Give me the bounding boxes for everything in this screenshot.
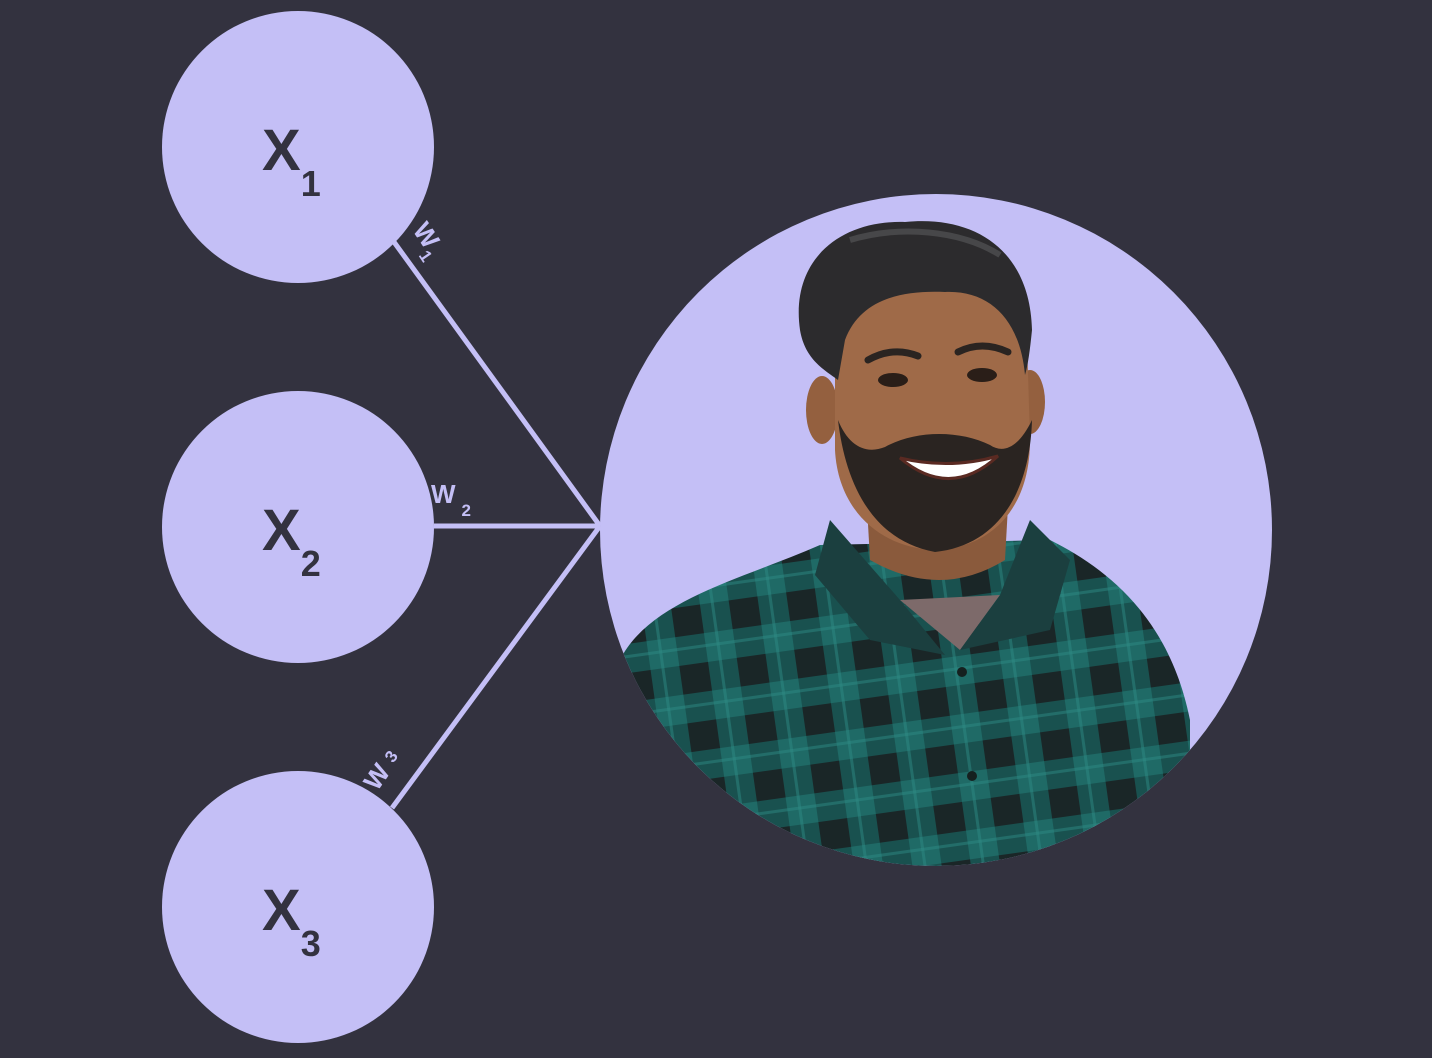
input-node-1-sub: 1	[301, 163, 321, 204]
input-node-2-circle	[162, 391, 434, 663]
shirt-collar-right	[960, 520, 1070, 650]
undershirt	[900, 595, 1000, 650]
weight-1-base: W	[407, 217, 446, 255]
input-node-3-circle	[162, 771, 434, 1043]
input-node-3: X3	[162, 771, 434, 1043]
weight-label-2: W2	[431, 479, 471, 520]
input-node-2: X2	[162, 391, 434, 663]
input-node-2-label: X2	[262, 498, 321, 584]
input-node-3-label: X3	[262, 878, 321, 964]
edge-x3	[389, 524, 603, 810]
output-node	[600, 194, 1272, 866]
smile	[899, 454, 1000, 480]
edges	[389, 240, 603, 810]
right-brow	[954, 342, 1012, 356]
shirt-button-1	[957, 667, 967, 677]
edge-x1	[391, 240, 603, 528]
input-node-1-base: X	[262, 118, 301, 183]
weight-3-sub: 3	[381, 747, 402, 766]
left-brow	[864, 348, 922, 364]
weight-2-sub: 2	[462, 501, 471, 520]
weight-label-3-text: W3	[357, 744, 406, 796]
input-node-2-base: X	[262, 498, 301, 563]
input-node-2-sub: 2	[301, 543, 321, 584]
shirt	[620, 540, 1190, 866]
beard	[838, 420, 1032, 552]
shirt-button-2	[967, 771, 977, 781]
weight-label-3: W3	[357, 744, 406, 796]
left-eye	[878, 373, 908, 387]
hair	[798, 221, 1032, 380]
person-photo	[620, 221, 1190, 866]
hair-highlight	[849, 228, 1002, 258]
shirt-collar	[815, 520, 945, 655]
input-node-1-label: X1	[262, 118, 321, 204]
weight-label-2-text: W2	[431, 479, 471, 520]
input-node-1-circle	[162, 11, 434, 283]
input-node-3-base: X	[262, 878, 301, 943]
input-node-3-sub: 3	[301, 923, 321, 964]
left-ear	[806, 376, 838, 444]
input-node-1: X1	[162, 11, 434, 283]
right-eye	[967, 368, 997, 382]
weight-2-base: W	[431, 479, 456, 509]
